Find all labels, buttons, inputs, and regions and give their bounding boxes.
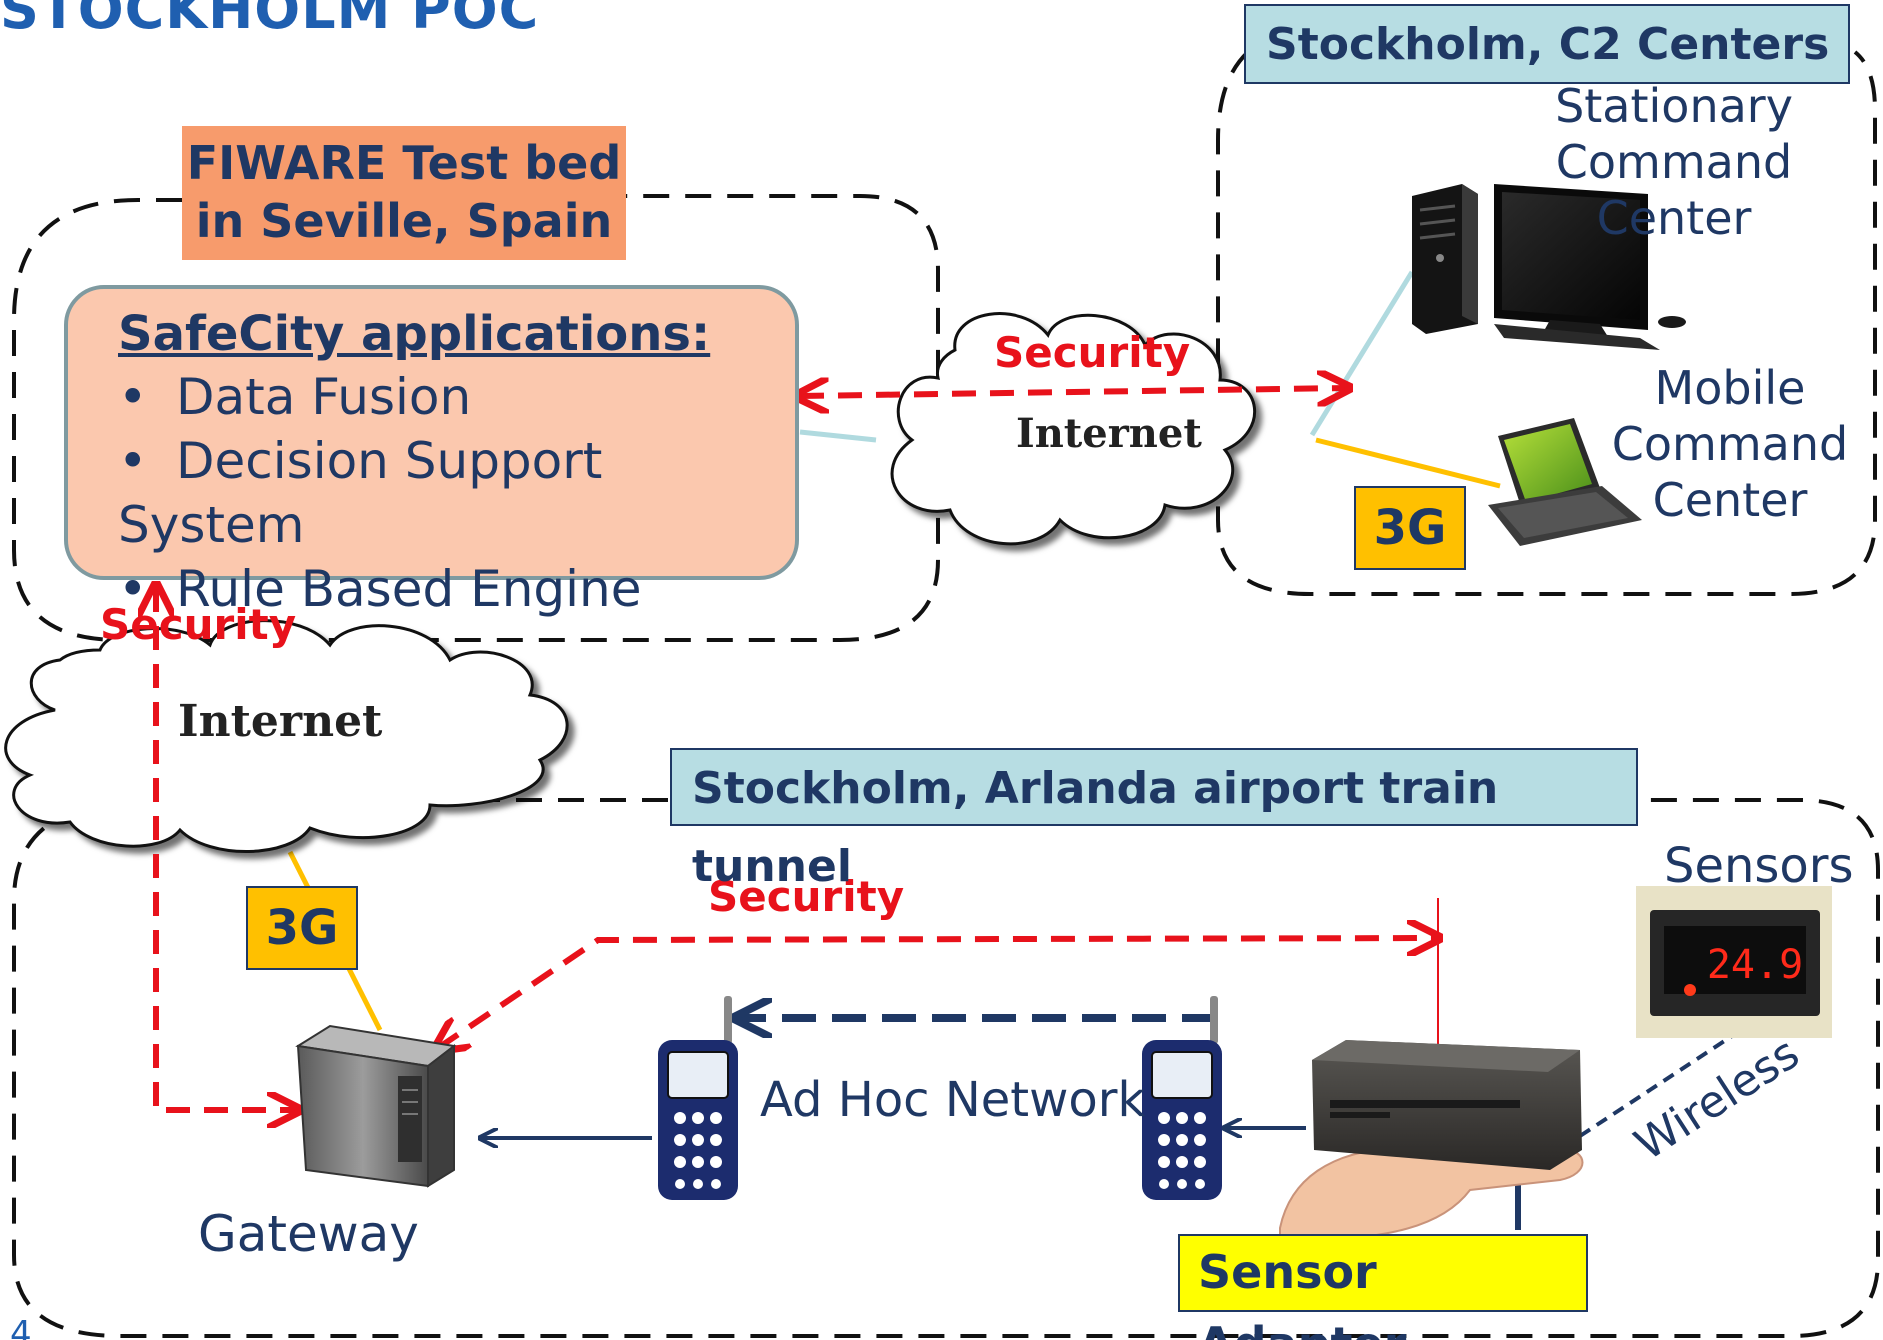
sensor-adapter-label: Sensor Adapter [1178, 1234, 1588, 1340]
stationary-cc-connector [1309, 270, 1415, 437]
mobile-label-line-3: Center [1652, 473, 1808, 527]
mobile-label-line-2: Command [1611, 417, 1849, 471]
gateway-server-icon [295, 1024, 457, 1188]
c2-region-boundary [1216, 50, 1877, 596]
stationary-label-line-2: Command Center [1555, 135, 1793, 245]
security-label-bottom: Security [708, 872, 904, 921]
security-label-left: Security [100, 600, 297, 649]
wireless-link [1578, 1034, 1734, 1138]
security-arrow-bottom [438, 938, 1436, 1048]
stationary-command-center-label: Stationary Command Center [1484, 78, 1864, 246]
app-to-cloud-connector [799, 429, 877, 443]
safecity-item-label: Data Fusion [176, 368, 472, 426]
safecity-item-label: Rule Based Engine [176, 560, 642, 618]
sensor-display-reading: 24.9 [1707, 942, 1803, 988]
fiware-label-line-1: FIWARE Test bed [186, 136, 622, 190]
sensors-label: Sensors [1664, 838, 1854, 894]
page-number: 4 [10, 1314, 32, 1340]
fiware-region-boundary [12, 194, 940, 642]
tunnel-title: Stockholm, Arlanda airport train tunnel [670, 748, 1638, 892]
bullet-icon: • [118, 368, 148, 426]
fiware-testbed-label: FIWARE Test bed in Seville, Spain [182, 126, 626, 260]
internet-label-left: Internet [178, 696, 383, 747]
3g-badge-top: 3G [1354, 486, 1466, 570]
bullet-icon: • [118, 432, 148, 490]
adhoc-network-label: Ad Hoc Network [760, 1072, 1146, 1128]
gateway-label: Gateway [198, 1205, 419, 1263]
sensor-adapter-device-icon [1279, 1040, 1584, 1241]
security-arrow-left [156, 588, 296, 1110]
mobile-command-center-label: Mobile Command Center [1600, 360, 1860, 528]
slide-title: STOCKHOLM POC [0, 0, 540, 41]
mobile-phone-right-icon [1142, 996, 1222, 1200]
stationary-label-line-1: Stationary [1555, 79, 1793, 133]
safecity-item-decision-support: •Decision Support System [118, 429, 795, 557]
desktop-computer-icon [1412, 184, 1686, 350]
safecity-item-label: Decision Support System [118, 432, 603, 554]
internet-label-top: Internet [1016, 410, 1202, 457]
bullet-icon: • [118, 560, 148, 618]
security-arrow-top [800, 388, 1346, 396]
security-label-top: Security [994, 328, 1191, 377]
mobile-phone-left-icon [658, 996, 738, 1200]
c2-centers-title: Stockholm, C2 Centers [1244, 4, 1850, 84]
safecity-title: SafeCity applications: [118, 306, 711, 362]
safecity-applications-box: SafeCity applications: •Data Fusion •Dec… [64, 285, 799, 618]
safecity-item-data-fusion: • Data Fusion [118, 365, 795, 429]
safecity-item-rule-engine: • Rule Based Engine [118, 557, 795, 621]
laptop-icon [1488, 418, 1642, 546]
3g-badge-bottom: 3G [246, 886, 358, 970]
sensor-display-icon: 24.9 [1636, 886, 1832, 1038]
tunnel-region-boundary [12, 798, 1880, 1338]
fiware-label-line-2: in Seville, Spain [195, 194, 613, 248]
mobile-cc-3g-link [1315, 437, 1501, 489]
mobile-label-line-1: Mobile [1654, 361, 1806, 415]
